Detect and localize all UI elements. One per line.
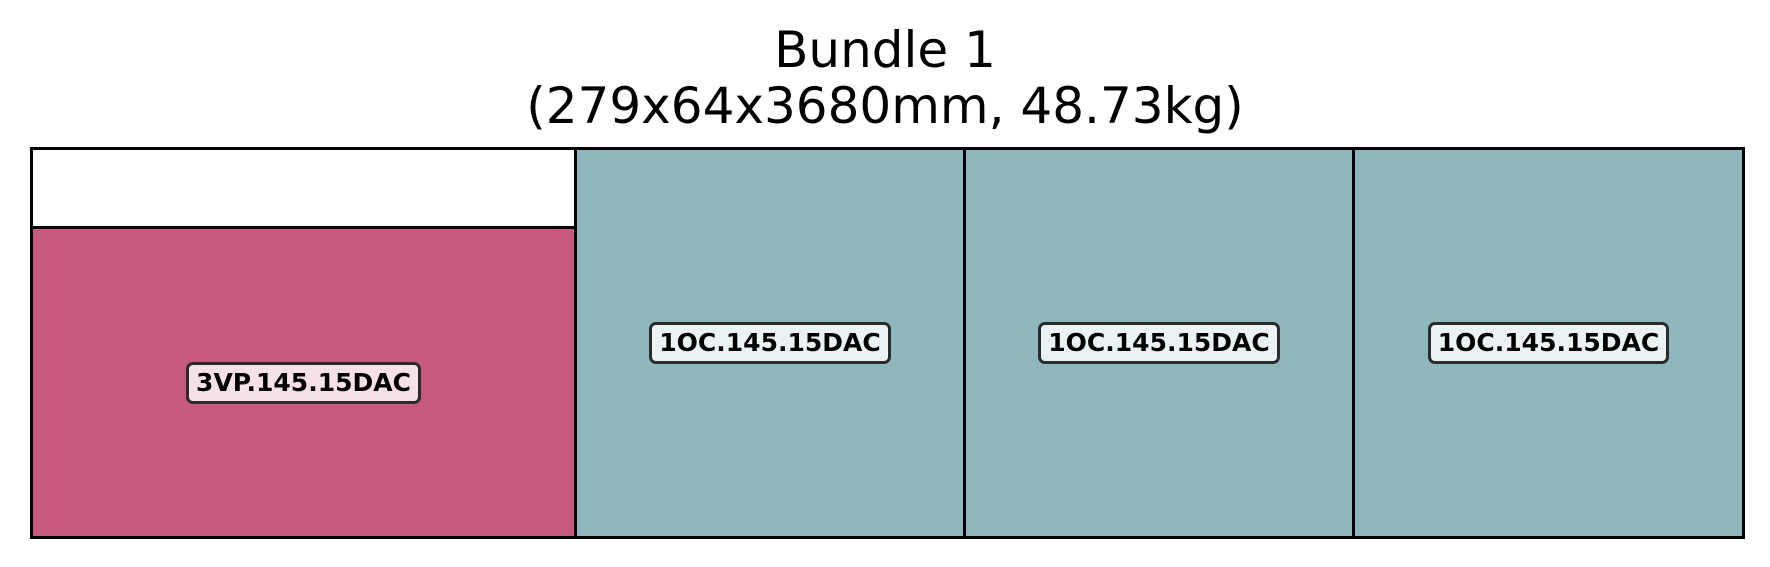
bundle-dimensions-weight: (279x64x3680mm, 48.73kg) (526, 77, 1244, 135)
bundle-outline: 3VP.145.15DAC 1OC.145.15DAC 1OC.145.15DA… (30, 147, 1745, 539)
piece-label: 3VP.145.15DAC (186, 361, 421, 404)
piece-1oc-c: 1OC.145.15DAC (1352, 147, 1745, 539)
piece-1oc-a: 1OC.145.15DAC (574, 147, 966, 539)
piece-label: 1OC.145.15DAC (1038, 322, 1280, 364)
piece-1oc-b: 1OC.145.15DAC (963, 147, 1355, 539)
empty-space-region (30, 147, 577, 229)
bundle-title: Bundle 1 (774, 21, 996, 79)
piece-label: 1OC.145.15DAC (1427, 322, 1670, 364)
piece-label: 1OC.145.15DAC (649, 322, 891, 364)
piece-3vp: 3VP.145.15DAC (30, 226, 577, 539)
